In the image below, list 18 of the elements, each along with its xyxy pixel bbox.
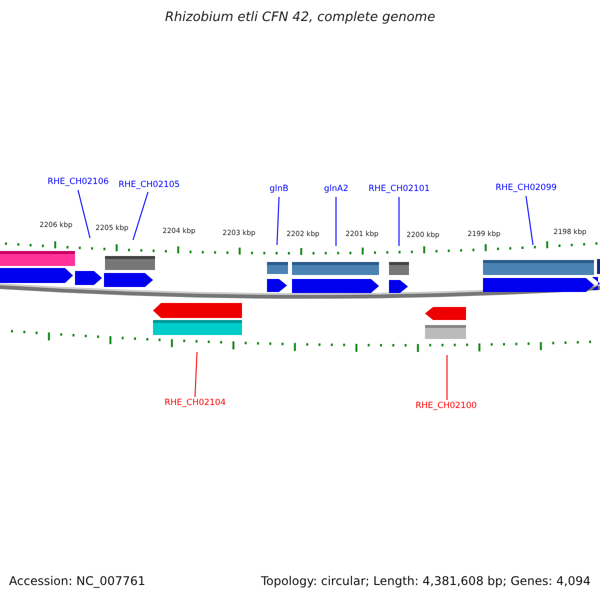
gene-label: glnA2 <box>324 185 348 194</box>
leader-line <box>398 196 400 246</box>
gene-label: RHE_CH02104 <box>164 399 226 408</box>
gene-label: RHE_CH02106 <box>48 178 109 186</box>
genome-summary: Topology: circular; Length: 4,381,608 bp; Genes: 4,094 <box>261 575 591 587</box>
leader-line <box>446 354 448 400</box>
accession-label: Accession: NC_007761 <box>9 575 146 587</box>
leader-line <box>132 192 148 240</box>
gene-label: RHE_CH02105 <box>118 181 180 190</box>
gene-label: RHE_CH02101 <box>368 185 430 194</box>
map-title: Rhizobium etli CFN 42, complete genome <box>165 11 436 24</box>
gene-label: RHE_CH02099 <box>496 184 557 192</box>
leader-line <box>78 190 90 238</box>
gene-label: glnB <box>270 185 288 194</box>
gene-label: RHE_CH02100 <box>416 402 477 410</box>
leader-line <box>194 352 198 398</box>
leader-line <box>276 196 280 246</box>
leader-line <box>526 196 534 246</box>
